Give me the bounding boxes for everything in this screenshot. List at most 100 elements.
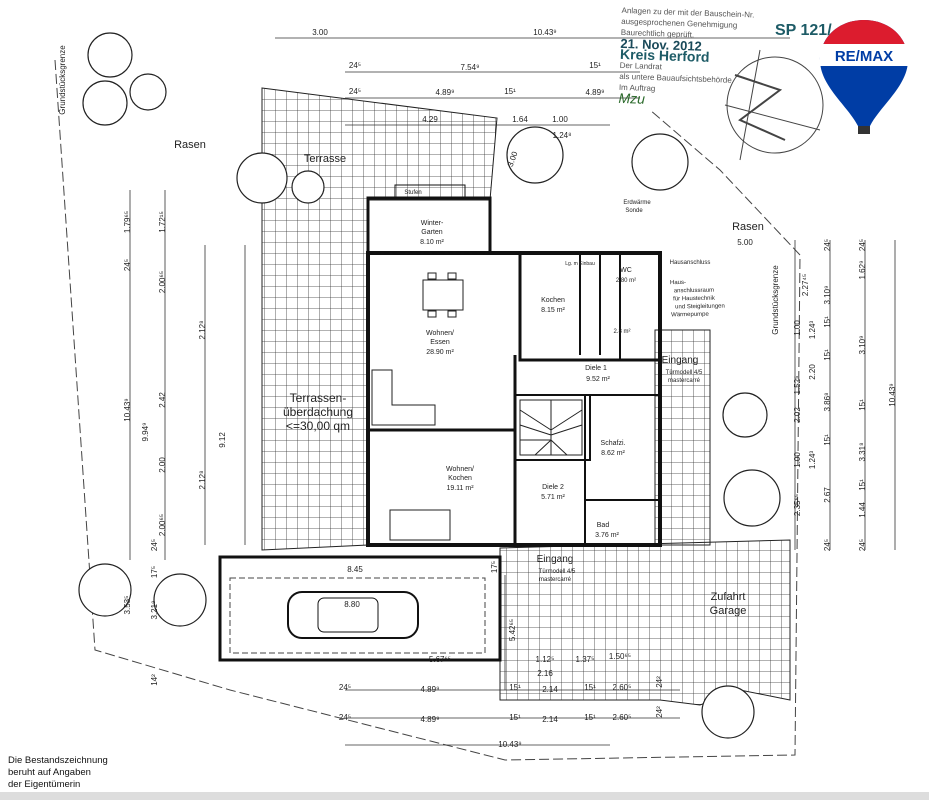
dimension-label: 15¹: [823, 434, 832, 446]
note-line: Die Bestandszeichnung: [8, 755, 108, 766]
dimension-label: 2.42: [158, 392, 167, 408]
dimension-label: 1.79⁶⁵: [123, 211, 132, 233]
dimension-label: 4.89⁹: [586, 88, 605, 97]
dimension-label: 10.43⁹: [888, 383, 897, 406]
dimension-label: 2.12⁸: [198, 471, 207, 490]
utility-label: anschlussraum: [674, 288, 714, 295]
boundary-label: Grundstücksgrenze: [771, 265, 780, 335]
dimension-label: 4.29: [422, 115, 438, 124]
dimension-label: 15¹: [823, 349, 832, 361]
room-label: Diele 2: [542, 484, 564, 491]
dimension-label: 4.89⁹: [421, 715, 440, 724]
dimension-label: 1.00: [793, 320, 802, 336]
room-label: Garten: [421, 229, 443, 236]
dimension-label: 7.54⁹: [461, 63, 480, 72]
dimension-label: 17⁵: [150, 566, 159, 578]
roof-label: Terrassen-: [290, 391, 347, 405]
dimension-label: 10.43⁹: [498, 740, 521, 749]
entrance-label: Eingang: [537, 554, 574, 565]
dimension-label: 1.72¹⁵: [158, 211, 167, 233]
room-area: 19.11 m²: [446, 485, 474, 492]
dimension-label: 1.00: [793, 452, 802, 468]
dimension-label: 10.43⁹: [123, 398, 132, 421]
dimension-label: 3.21⁹: [150, 601, 159, 620]
dimension-label: 3.10⁹: [858, 336, 867, 355]
dimension-label: 4.89⁹: [436, 88, 455, 97]
dimension-label: 15¹: [589, 61, 601, 70]
dimension-label: 4.89⁹: [421, 685, 440, 694]
geothermal-label: Sonde: [625, 208, 643, 214]
room-area: 2.8 m²: [613, 329, 630, 335]
room-label: Kochen: [448, 475, 472, 482]
dimension-label: 2.00⁶⁵: [158, 514, 167, 536]
utility-label: für Haustechnik: [673, 296, 716, 303]
dimension-label: 1.12⁵: [536, 655, 555, 664]
dimension-label: 1.00: [552, 115, 568, 124]
door-model: Türmodell 4/5: [666, 370, 703, 376]
dimension-label: 1.64: [512, 115, 528, 124]
dimension-label: 1.52⁵: [793, 376, 802, 395]
sofa-icon: [371, 369, 451, 541]
door-model: mastercarré: [539, 577, 572, 583]
appliance-label: Lg. m Einbau: [565, 261, 595, 267]
dimension-label: 24⁵: [339, 713, 351, 722]
dimension-label: 15¹: [504, 87, 516, 96]
house-walls: [366, 184, 662, 547]
dining-table-icon: [422, 272, 464, 318]
dimension-label: 15¹: [509, 683, 521, 692]
dimension-label: 24²: [655, 676, 664, 688]
roof-label: <=30,00 qm: [286, 419, 350, 433]
side-paving: [654, 329, 711, 546]
dimension-label: 15¹: [858, 399, 867, 411]
dimension-label: 1.50⁶⁵: [609, 652, 631, 661]
room-label: Wohnen/: [446, 466, 474, 473]
room-label: Essen: [430, 339, 450, 346]
room-area: 3.76 m²: [595, 532, 619, 539]
room-label: Bad: [597, 522, 610, 529]
dimension-label: 9.94⁹: [141, 423, 150, 442]
dimension-label: 1.37⁵: [576, 655, 595, 664]
dimension-label: 24⁵: [858, 539, 867, 551]
room-area: 28.90 m²: [426, 349, 454, 356]
staircase: [519, 399, 583, 456]
dimension-label: 15¹: [584, 713, 596, 722]
note-line: der Eigentümerin: [8, 779, 81, 790]
page-edge: [0, 792, 929, 800]
utility-label: Wärmepumpe: [671, 312, 709, 319]
geothermal-label: Erdwärme: [623, 200, 651, 206]
dimension-label: 24⁵: [339, 683, 351, 692]
dimension-label: 2.20: [808, 364, 817, 380]
driveway-label: Garage: [710, 605, 747, 617]
dimension-label: 14²: [150, 674, 159, 686]
dimension-label: 1.24³: [808, 321, 817, 340]
dimension-label: 24⁵: [349, 61, 361, 70]
car-icon: [287, 591, 419, 639]
dimension-label: 24⁵: [150, 539, 159, 551]
roof-label: überdachung: [283, 405, 353, 419]
dimension-label: 5.00: [737, 238, 753, 247]
dimension-label: 3.00: [312, 28, 328, 37]
dimension-label: 3.31⁸: [858, 443, 867, 462]
room-label: Terrasse: [304, 153, 346, 165]
dimension-label: 3.10⁹: [823, 286, 832, 305]
dimension-label: 3.53⁵: [123, 596, 132, 615]
room-area: 5.71 m²: [541, 494, 565, 501]
boundary-label: Grundstücksgrenze: [58, 45, 67, 115]
dimension-label: 17⁵: [490, 561, 499, 573]
lawn-label: Rasen: [174, 139, 206, 151]
dimension-lines: [129, 37, 896, 746]
dimension-label: 3.86⁸: [823, 393, 832, 412]
room-label: Schafzi.: [601, 440, 626, 447]
dimension-label: 24⁵: [823, 239, 832, 251]
dimension-label: 2.35⁶⁵: [793, 494, 802, 516]
room-area: 8.15 m²: [541, 307, 565, 314]
utility-label: Hausanschluss: [670, 260, 711, 266]
dimension-label: 2.16: [537, 669, 553, 678]
dimension-label: 24²: [655, 706, 664, 718]
room-label: Diele 1: [585, 365, 607, 372]
dimension-label: 8.45: [347, 565, 363, 574]
carport-area: [229, 577, 486, 654]
dimension-label: 15¹: [858, 479, 867, 491]
dimension-label: 24⁵: [349, 87, 361, 96]
